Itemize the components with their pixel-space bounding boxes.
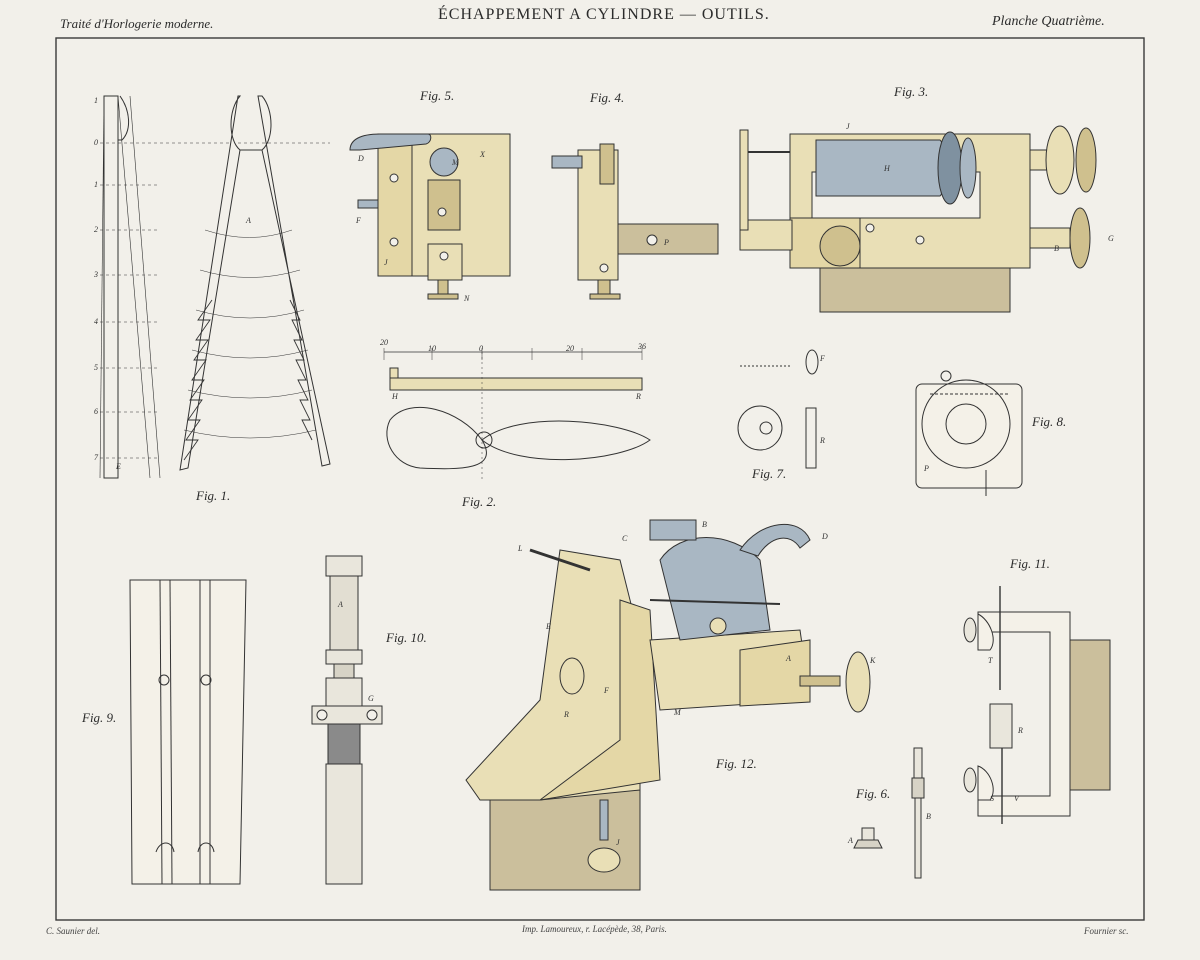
part-letter-a: A xyxy=(848,836,853,845)
part-letter-p: P xyxy=(664,238,669,247)
fig1-scale-label: 1 xyxy=(94,96,98,105)
fig5-caption: Fig. 5. xyxy=(420,88,455,103)
part-letter-e: E xyxy=(116,462,121,471)
part-letter-m: M xyxy=(452,158,459,167)
fig1-scale-label: 7 xyxy=(94,453,98,462)
part-letter-a: A xyxy=(786,654,791,663)
fig1-scale-label: 3 xyxy=(94,270,98,279)
fig2-ruler-label: 10 xyxy=(428,344,436,353)
part-letter-a: A xyxy=(246,216,251,225)
fig6-drawing xyxy=(853,747,925,879)
part-letter-h: H xyxy=(392,392,398,401)
fig7-caption: Fig. 7. xyxy=(752,466,787,481)
header-book-title: Traité d'Horlogerie moderne. xyxy=(60,16,214,31)
fig12-caption: Fig. 12. xyxy=(716,756,757,771)
fig2-ruler-label: 0 xyxy=(479,344,483,353)
part-letter-c: C xyxy=(622,534,628,543)
part-letter-g: G xyxy=(1108,234,1114,243)
fig9-drawing xyxy=(129,579,247,885)
fig1-scale-label: 2 xyxy=(94,225,98,234)
part-letter-s: S xyxy=(990,794,994,803)
fig2-caption: Fig. 2. xyxy=(462,494,497,509)
fig2-ruler-label: 36 xyxy=(638,342,646,351)
part-letter-l: L xyxy=(518,544,523,553)
fig3-drawing xyxy=(739,125,1097,313)
fig9-caption: Fig. 9. xyxy=(82,710,117,725)
part-letter-k: K xyxy=(870,656,876,665)
part-letter-r: R xyxy=(636,392,641,401)
fig5-drawing xyxy=(349,133,511,300)
fig4-caption: Fig. 4. xyxy=(590,90,625,105)
fig10-caption: Fig. 10. xyxy=(386,630,427,645)
footer-artist-credit: C. Saunier del. xyxy=(46,926,100,936)
part-letter-j: J xyxy=(384,258,388,267)
part-letter-v: V xyxy=(1014,794,1019,803)
fig1-scale-label: 1 xyxy=(94,180,98,189)
part-letter-d: D xyxy=(358,154,364,163)
fig8-drawing xyxy=(915,370,1023,496)
part-letter-j: J xyxy=(846,122,850,131)
footer-engraver-credit: Fournier sc. xyxy=(1084,926,1129,936)
part-letter-g: G xyxy=(368,694,374,703)
part-letter-f: F xyxy=(604,686,609,695)
fig11-caption: Fig. 11. xyxy=(1010,556,1050,571)
part-letter-d: D xyxy=(822,532,828,541)
part-letter-x: X xyxy=(480,150,485,159)
part-letter-a: A xyxy=(338,600,343,609)
part-letter-b: B xyxy=(1054,244,1059,253)
fig2-ruler-label: 20 xyxy=(566,344,574,353)
fig8-caption: Fig. 8. xyxy=(1032,414,1067,429)
part-letter-f: F xyxy=(356,216,361,225)
part-letter-h: H xyxy=(884,164,890,173)
fig1-scale-label: 5 xyxy=(94,363,98,372)
fig1-scale-label: 6 xyxy=(94,407,98,416)
part-letter-t: T xyxy=(988,656,993,665)
fig10-drawing xyxy=(311,555,383,885)
footer-printer-credit: Imp. Lamoureux, r. Lacépède, 38, Paris. xyxy=(522,924,667,934)
part-letter-r: R xyxy=(1018,726,1023,735)
part-letter-r: R xyxy=(820,436,825,445)
fig1-scale-label: 4 xyxy=(94,317,98,326)
part-letter-r: R xyxy=(564,710,569,719)
fig1-scale-label: 0 xyxy=(94,138,98,147)
fig1-caption: Fig. 1. xyxy=(196,488,231,503)
part-letter-b: B xyxy=(926,812,931,821)
fig3-caption: Fig. 3. xyxy=(894,84,929,99)
fig7-drawing xyxy=(737,349,819,469)
part-letter-m: M xyxy=(674,708,681,717)
plate-frame xyxy=(55,37,1145,921)
part-letter-e: E xyxy=(546,622,551,631)
part-letter-f: F xyxy=(820,354,825,363)
header-plate-number: Planche Quatrième. xyxy=(992,14,1105,29)
header-plate-title: ÉCHAPPEMENT A CYLINDRE — OUTILS. xyxy=(438,6,770,23)
fig11-drawing xyxy=(963,586,1111,824)
fig2-ruler-label: 20 xyxy=(380,338,388,347)
fig2-drawing xyxy=(383,348,651,480)
part-letter-p: P xyxy=(924,464,929,473)
fig6-caption: Fig. 6. xyxy=(856,786,891,801)
fig1-drawing xyxy=(99,95,331,479)
part-letter-n: N xyxy=(464,294,470,303)
part-letter-b: B xyxy=(702,520,707,529)
fig4-drawing xyxy=(551,143,719,300)
part-letter-j: J xyxy=(616,838,620,847)
fig12-drawing xyxy=(465,519,871,891)
